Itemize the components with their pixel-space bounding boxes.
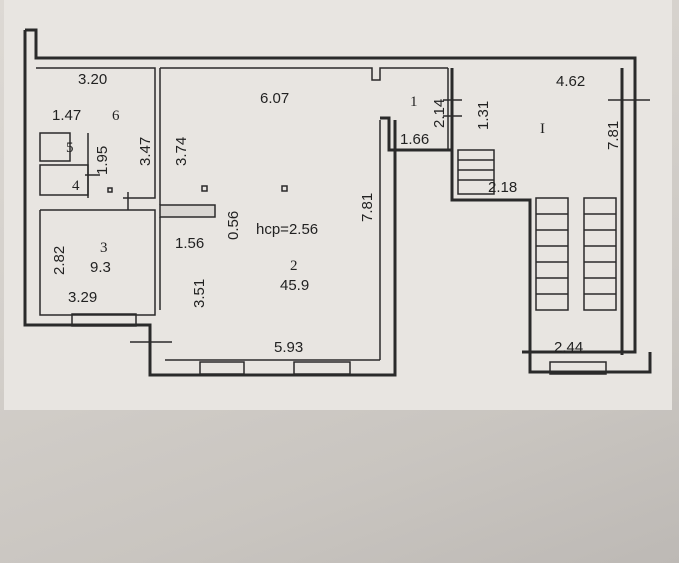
r2-left-bottom-label: 3.51	[191, 279, 208, 308]
r3-height-label: 2.82	[51, 246, 68, 275]
r3-width-label: 3.29	[68, 289, 97, 306]
stair-flight-left	[535, 197, 569, 311]
r3-num-label: 3	[100, 240, 108, 256]
r5-height-label: 1.95	[94, 146, 111, 175]
rI-stair-w-label: 2.18	[488, 179, 517, 196]
window-room3	[71, 313, 137, 327]
r2-ledge-label: 1.56	[175, 235, 204, 252]
r2-ledge-h-label: 0.56	[225, 211, 242, 240]
r6-width-label: 3.20	[78, 71, 107, 88]
room3-boundary	[39, 209, 156, 316]
rI-num-label: I	[540, 121, 545, 137]
r2-width-top-label: 6.07	[260, 90, 289, 107]
r6-height-label: 3.47	[137, 137, 154, 166]
r1-num-label: 1	[410, 94, 418, 110]
column-marker-3	[107, 187, 113, 193]
r2-num-label: 2	[290, 258, 298, 274]
r1-w-label: 1.66	[400, 131, 429, 148]
r2-left-top-label: 3.74	[173, 137, 190, 166]
r6-small-label: 1.47	[52, 107, 81, 124]
column-marker-1	[201, 185, 208, 192]
column-marker-2	[281, 185, 288, 192]
corridor-wall-right	[380, 116, 452, 152]
window-room2-left	[199, 361, 245, 375]
r3-area-label: 9.3	[90, 259, 111, 276]
window-room2-right	[293, 361, 351, 375]
room2-boundary	[160, 67, 448, 81]
r4-num-label: 4	[72, 178, 80, 194]
outer-wall-main	[23, 30, 397, 377]
r2-area-label: 45.9	[280, 277, 309, 294]
room6-boundary	[36, 67, 156, 199]
stair-flight-top	[457, 149, 495, 195]
wall-ticks	[85, 99, 650, 343]
r2-width-bottom-label: 5.93	[274, 339, 303, 356]
rI-bottom-label: 2.44	[554, 339, 583, 356]
rI-right-label: 7.81	[605, 121, 622, 150]
bath-unit	[39, 132, 71, 162]
window-stair	[549, 361, 607, 375]
stair-block-wall	[450, 68, 652, 374]
rI-small-h-label: 1.31	[475, 101, 492, 130]
rI-width-label: 4.62	[556, 73, 585, 90]
r1-h-label: 2.14	[431, 99, 448, 128]
r2-ceiling-label: hcp=2.56	[256, 221, 318, 238]
stair-flight-right	[583, 197, 617, 311]
r6-num-label: 6	[112, 108, 120, 124]
room2-ledge	[159, 204, 216, 218]
r5-num-label: 5	[66, 140, 74, 156]
toilet-unit	[39, 164, 89, 196]
r2-right-label: 7.81	[359, 193, 376, 222]
outer-wall-left	[25, 28, 637, 354]
